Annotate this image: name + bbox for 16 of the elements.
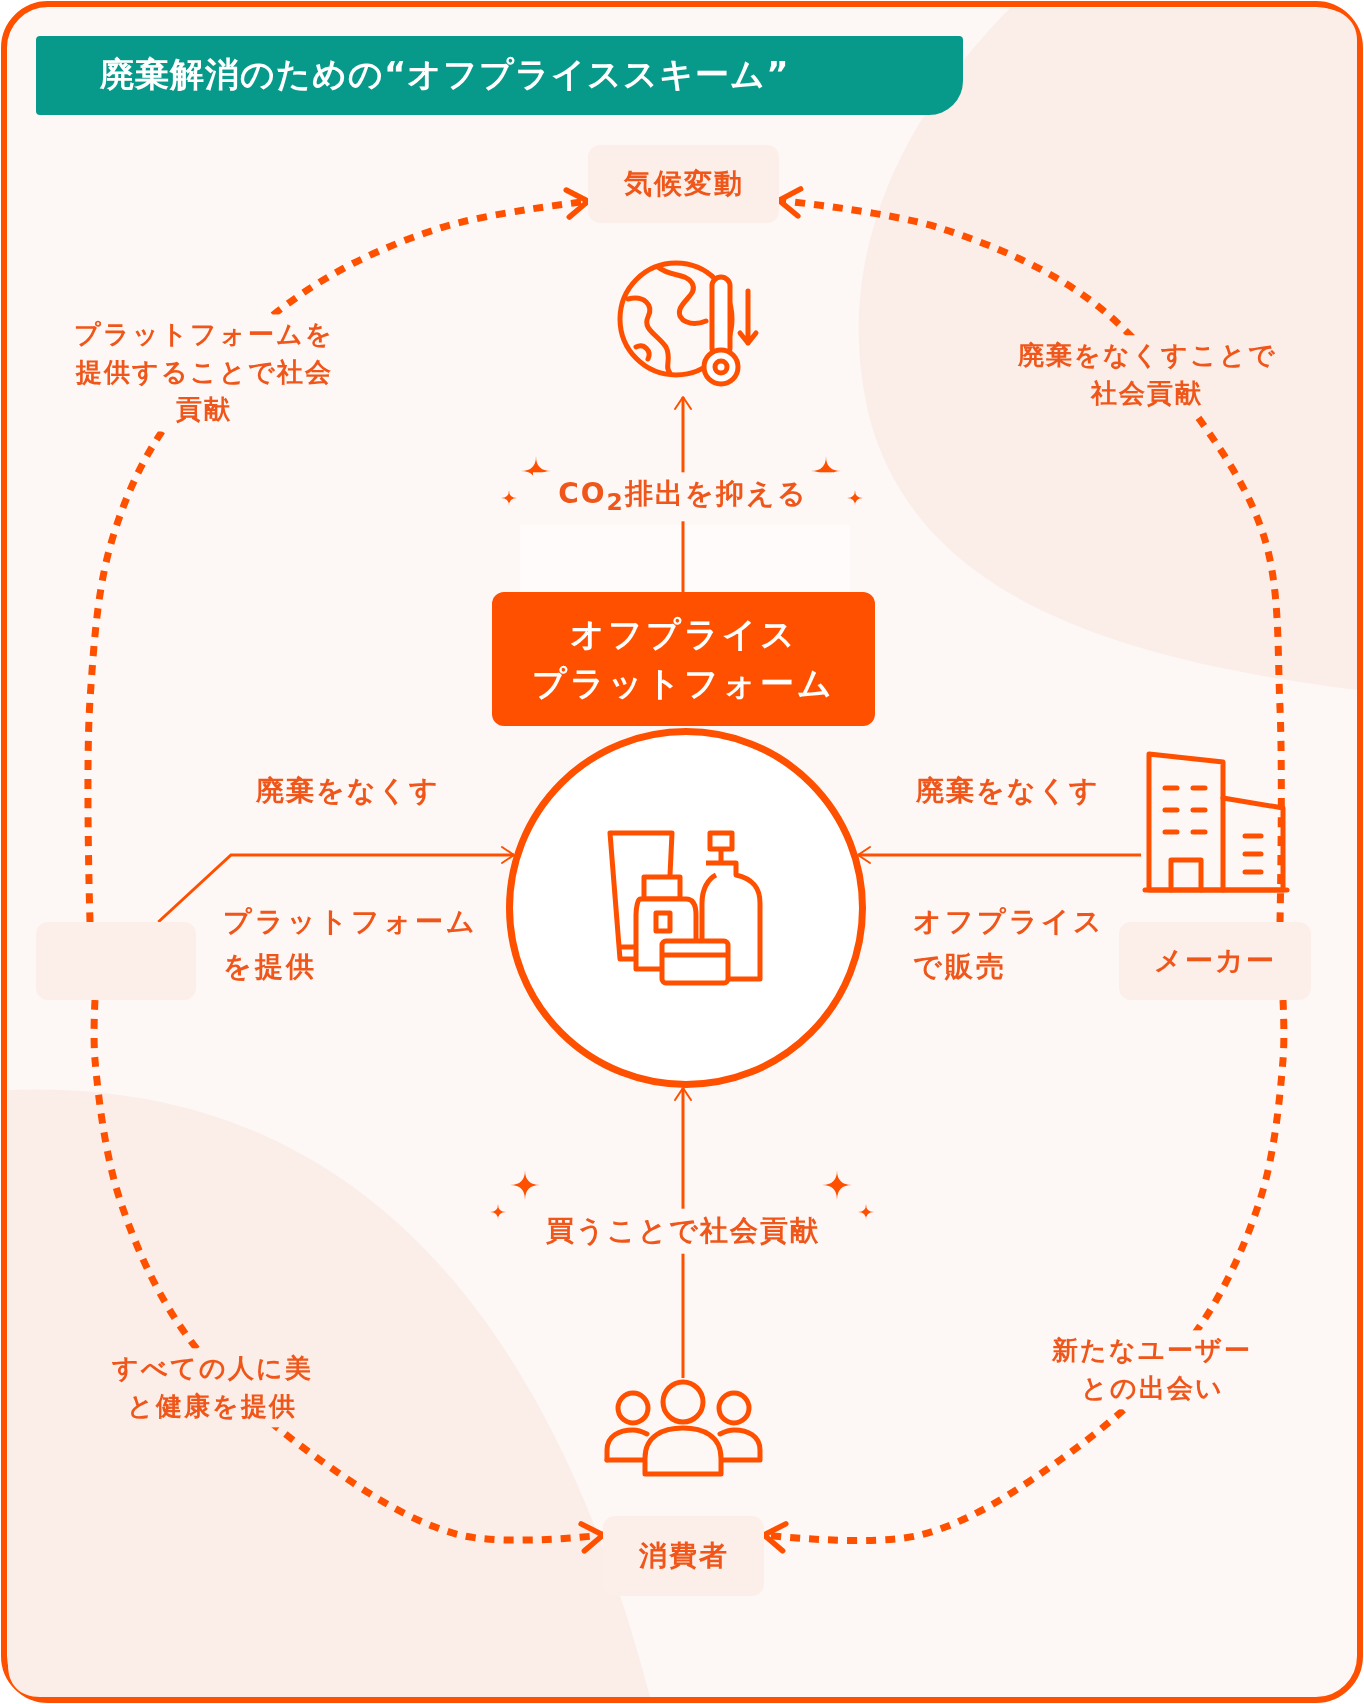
- label-box: [36, 922, 196, 1000]
- label-box: [588, 145, 779, 223]
- node-label: 消費者: [638, 1539, 729, 1573]
- label-box: [603, 1516, 764, 1596]
- platform-box: [492, 592, 875, 726]
- node-label: 気候変動: [623, 167, 744, 201]
- note: オフプライスで販売: [913, 904, 1106, 985]
- note: プラットフォームを提供: [223, 904, 478, 985]
- node-label: メーカー: [1154, 944, 1276, 978]
- edge-label: CO$_{2}$排出を抑える: [533, 472, 833, 522]
- label-box: [1119, 922, 1311, 1000]
- people-icon: [603, 1378, 764, 1478]
- arrow: [157, 846, 515, 924]
- title: 廃棄解消のための“オフプライススキーム”: [100, 53, 790, 96]
- platform-title: オフプライスプラットフォーム: [531, 612, 836, 705]
- arrow: [857, 846, 1141, 864]
